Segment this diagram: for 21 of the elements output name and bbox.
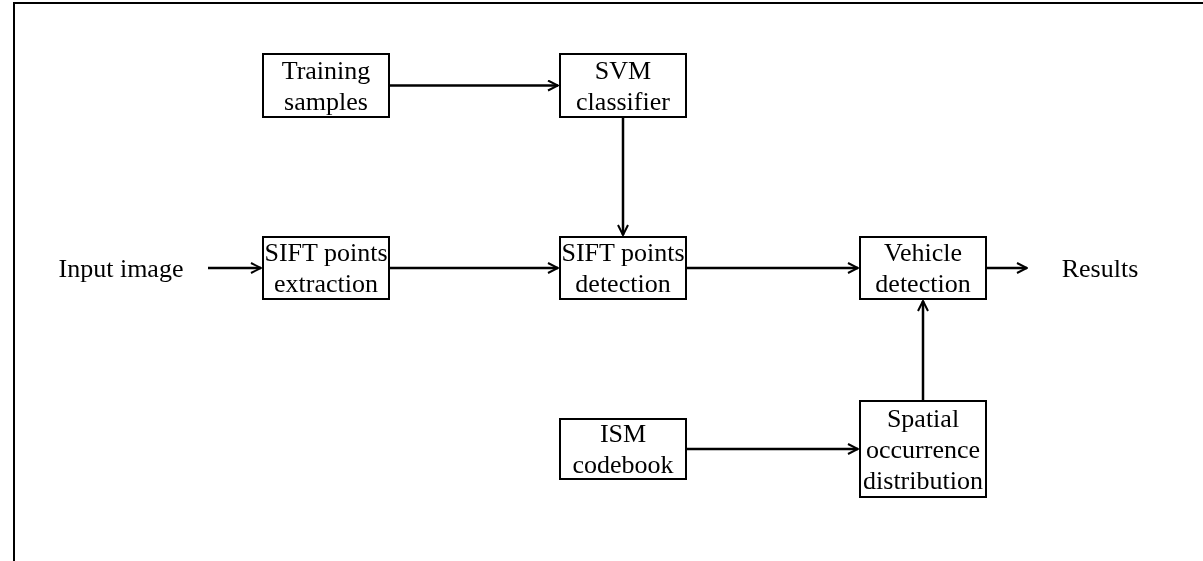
box-label: Training samples <box>280 54 372 117</box>
box-label: SIFT points extraction <box>264 237 388 299</box>
arrow <box>208 262 262 274</box>
flow-label: Results <box>1061 252 1139 284</box>
process-box <box>859 236 987 300</box>
arrow <box>917 300 929 400</box>
arrow <box>687 443 859 455</box>
box-label: SIFT points detection <box>561 237 685 299</box>
box-label: ISM codebook <box>571 418 675 480</box>
box-label: Vehicle detection <box>874 237 972 299</box>
arrow <box>687 262 859 274</box>
process-box <box>559 418 687 480</box>
arrow <box>617 118 629 236</box>
process-box <box>559 53 687 118</box>
box-label: SVM classifier <box>575 54 671 117</box>
process-box <box>262 53 390 118</box>
arrow <box>987 262 1028 274</box>
box-label: Spatial occurrence distribution <box>862 402 984 496</box>
arrow <box>390 262 559 274</box>
flow-label: Input image <box>58 252 184 284</box>
arrow <box>390 79 559 92</box>
